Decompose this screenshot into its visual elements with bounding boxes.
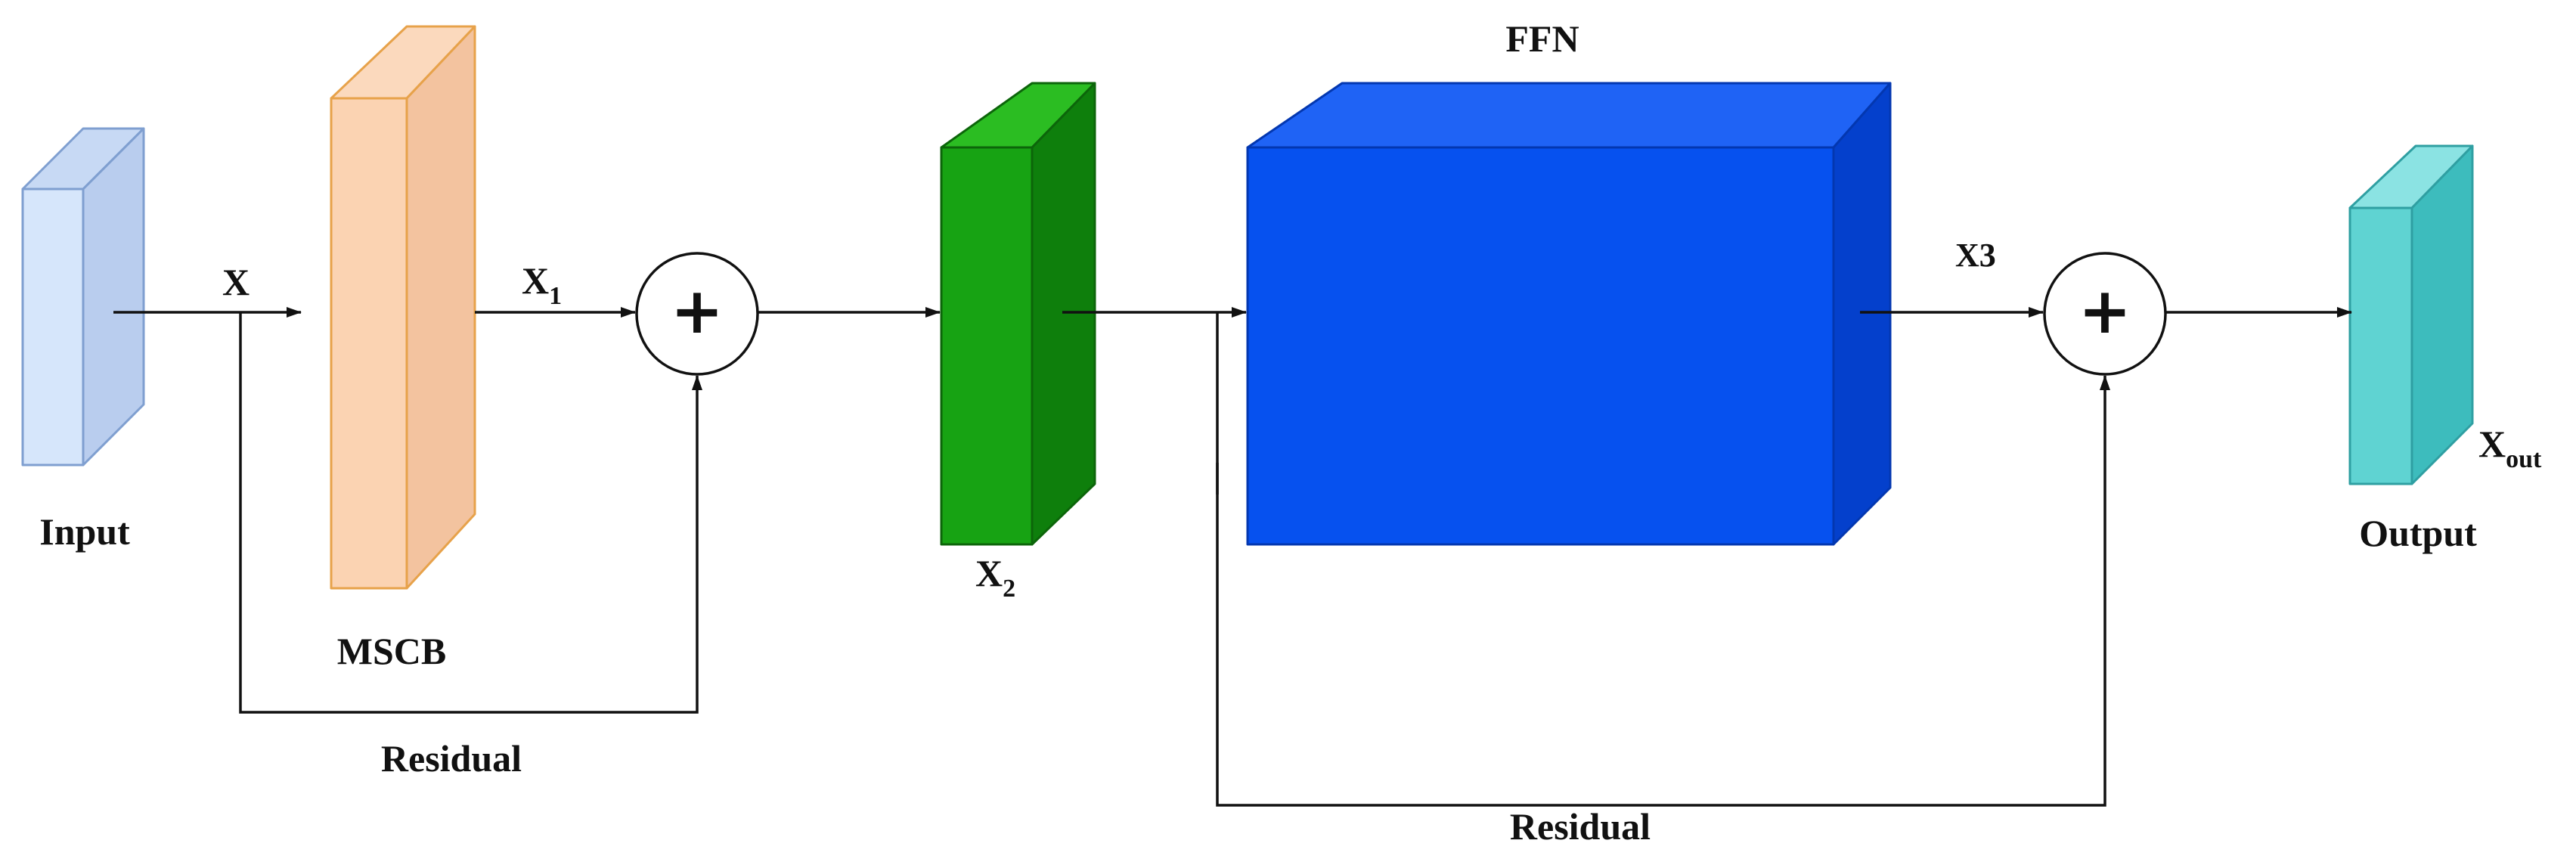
variable-xout-label: Xout [2478,423,2542,473]
variable-x2-subscript: 2 [1003,575,1015,603]
add-node-1: + [635,252,759,376]
variable-x3-main: X3 [1955,237,1996,274]
ffn-block [1246,82,1892,546]
mscb-label: MSCB [337,630,446,672]
add-node-2: + [2043,252,2167,376]
variable-xout-subscript: out [2506,445,2542,473]
x2-block-face [940,146,1034,546]
input-block-face [21,188,85,467]
variable-x2-main: X [975,552,1003,594]
x2-block [940,82,1096,546]
residual-connection-1 [239,312,702,714]
mscb-block-side [405,25,476,590]
plus-icon: + [671,274,724,348]
variable-x3-label: X3 [1955,237,1996,274]
variable-x-label: X [222,261,250,303]
input-block [21,127,145,467]
variable-x2-label: X2 [975,552,1015,603]
x2-block-side [1031,82,1096,546]
plus-icon: + [2078,274,2131,348]
add-node-2-circle [2043,252,2167,376]
ffn-block-side [1832,82,1892,546]
mscb-block-face [330,97,408,590]
residual-label-1: Residual [381,737,522,780]
ffn-label: FFN [1505,17,1579,60]
input-block-side [82,127,145,467]
ffn-block-top [1246,82,1892,149]
variable-xout-main: X [2478,423,2506,465]
ffn-block-face [1246,146,1835,546]
output-label: Output [2359,512,2477,554]
output-block [2348,144,2474,485]
add-node-1-circle [635,252,759,376]
variable-x1-label: X1 [522,259,562,310]
variable-x1-main: X [522,259,549,302]
variable-x1-subscript: 1 [549,282,562,310]
mscb-block [330,25,476,590]
variable-x-main: X [222,261,250,303]
output-block-face [2348,206,2413,485]
residual-connection-2 [1216,312,2110,807]
residual-label-2: Residual [1510,805,1651,848]
input-label: Input [39,510,130,553]
